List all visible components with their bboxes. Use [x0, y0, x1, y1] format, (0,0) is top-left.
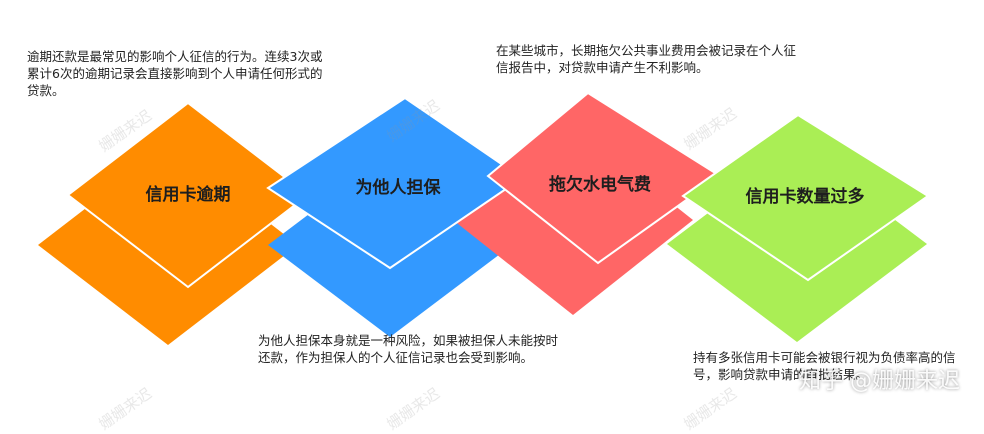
step-1-title: 信用卡逾期 — [146, 184, 231, 205]
step-4-upper-layer — [681, 113, 930, 282]
step-3-title: 拖欠水电气费 — [549, 174, 651, 195]
footer-watermark: 知乎 @姗姗来迟 — [799, 369, 960, 394]
step-2-title: 为他人担保 — [356, 177, 442, 198]
step-3-description: 在某些城市，长期拖欠公共事业费用会被记录在个人征信报告中，对贷款申请产生不利影响… — [496, 43, 797, 75]
diagram-canvas: 信用卡逾期 为他人担保 拖欠水电气费 信用卡数量过多 — [38, 91, 930, 345]
step-4-title: 信用卡数量过多 — [746, 186, 865, 207]
step-1-description: 逾期还款是最常见的影响个人征信的行为。连续3次或累计6次的逾期记录会直接影响到个… — [27, 49, 323, 98]
step-4-description: 持有多张信用卡可能会被银行视为负债率高的信号，影响贷款申请的审批结果。 — [693, 350, 956, 382]
step-2-description: 为他人担保本身就是一种风险，如果被担保人未能按时还款，作为担保人的个人征信记录也… — [258, 333, 559, 365]
